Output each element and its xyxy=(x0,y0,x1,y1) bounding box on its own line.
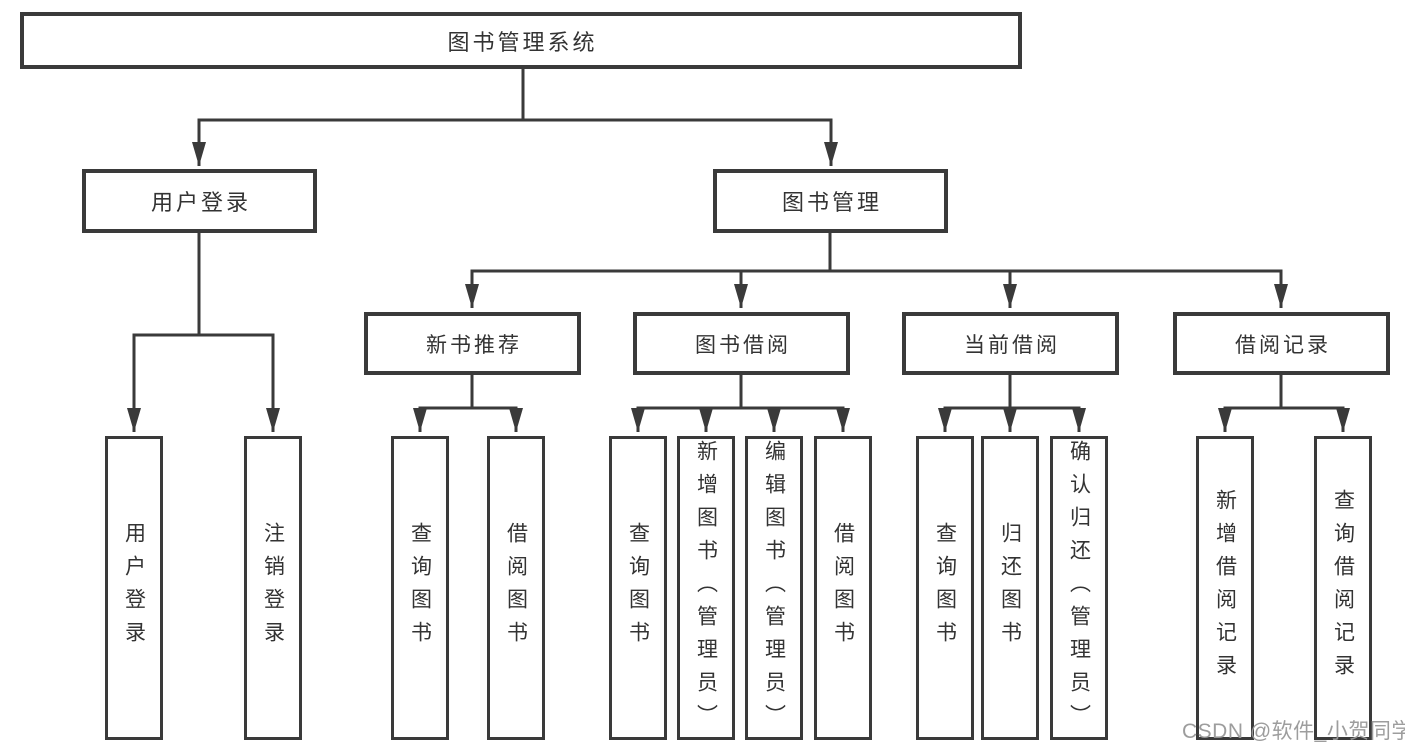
node-leaf-query-borrow-record: 查询借阅记录 xyxy=(1314,436,1372,740)
node-leaf-query-book-3: 查询图书 xyxy=(916,436,974,740)
node-borrow-record: 借阅记录 xyxy=(1173,312,1390,375)
node-leaf-user-login: 用户登录 xyxy=(105,436,163,740)
node-user-login: 用户登录 xyxy=(82,169,317,233)
node-leaf-return-book: 归还图书 xyxy=(981,436,1039,740)
node-new-book-recommend: 新书推荐 xyxy=(364,312,581,375)
node-book-borrow: 图书借阅 xyxy=(633,312,850,375)
node-book-management: 图书管理 xyxy=(713,169,948,233)
node-leaf-query-book-1: 查询图书 xyxy=(391,436,449,740)
node-current-borrow: 当前借阅 xyxy=(902,312,1119,375)
node-leaf-borrow-book-1: 借阅图书 xyxy=(487,436,545,740)
node-library-system: 图书管理系统 xyxy=(20,12,1022,69)
node-leaf-add-borrow-record: 新增借阅记录 xyxy=(1196,436,1254,740)
watermark-csdn: CSDN @软件_小贺同学 xyxy=(1182,720,1405,743)
node-leaf-borrow-book-2: 借阅图书 xyxy=(814,436,872,740)
node-leaf-edit-book-admin: 编辑图书（管理员） xyxy=(745,436,803,740)
node-leaf-query-book-2: 查询图书 xyxy=(609,436,667,740)
node-leaf-confirm-return-admin: 确认归还（管理员） xyxy=(1050,436,1108,740)
node-leaf-logout: 注销登录 xyxy=(244,436,302,740)
node-leaf-add-book-admin: 新增图书（管理员） xyxy=(677,436,735,740)
